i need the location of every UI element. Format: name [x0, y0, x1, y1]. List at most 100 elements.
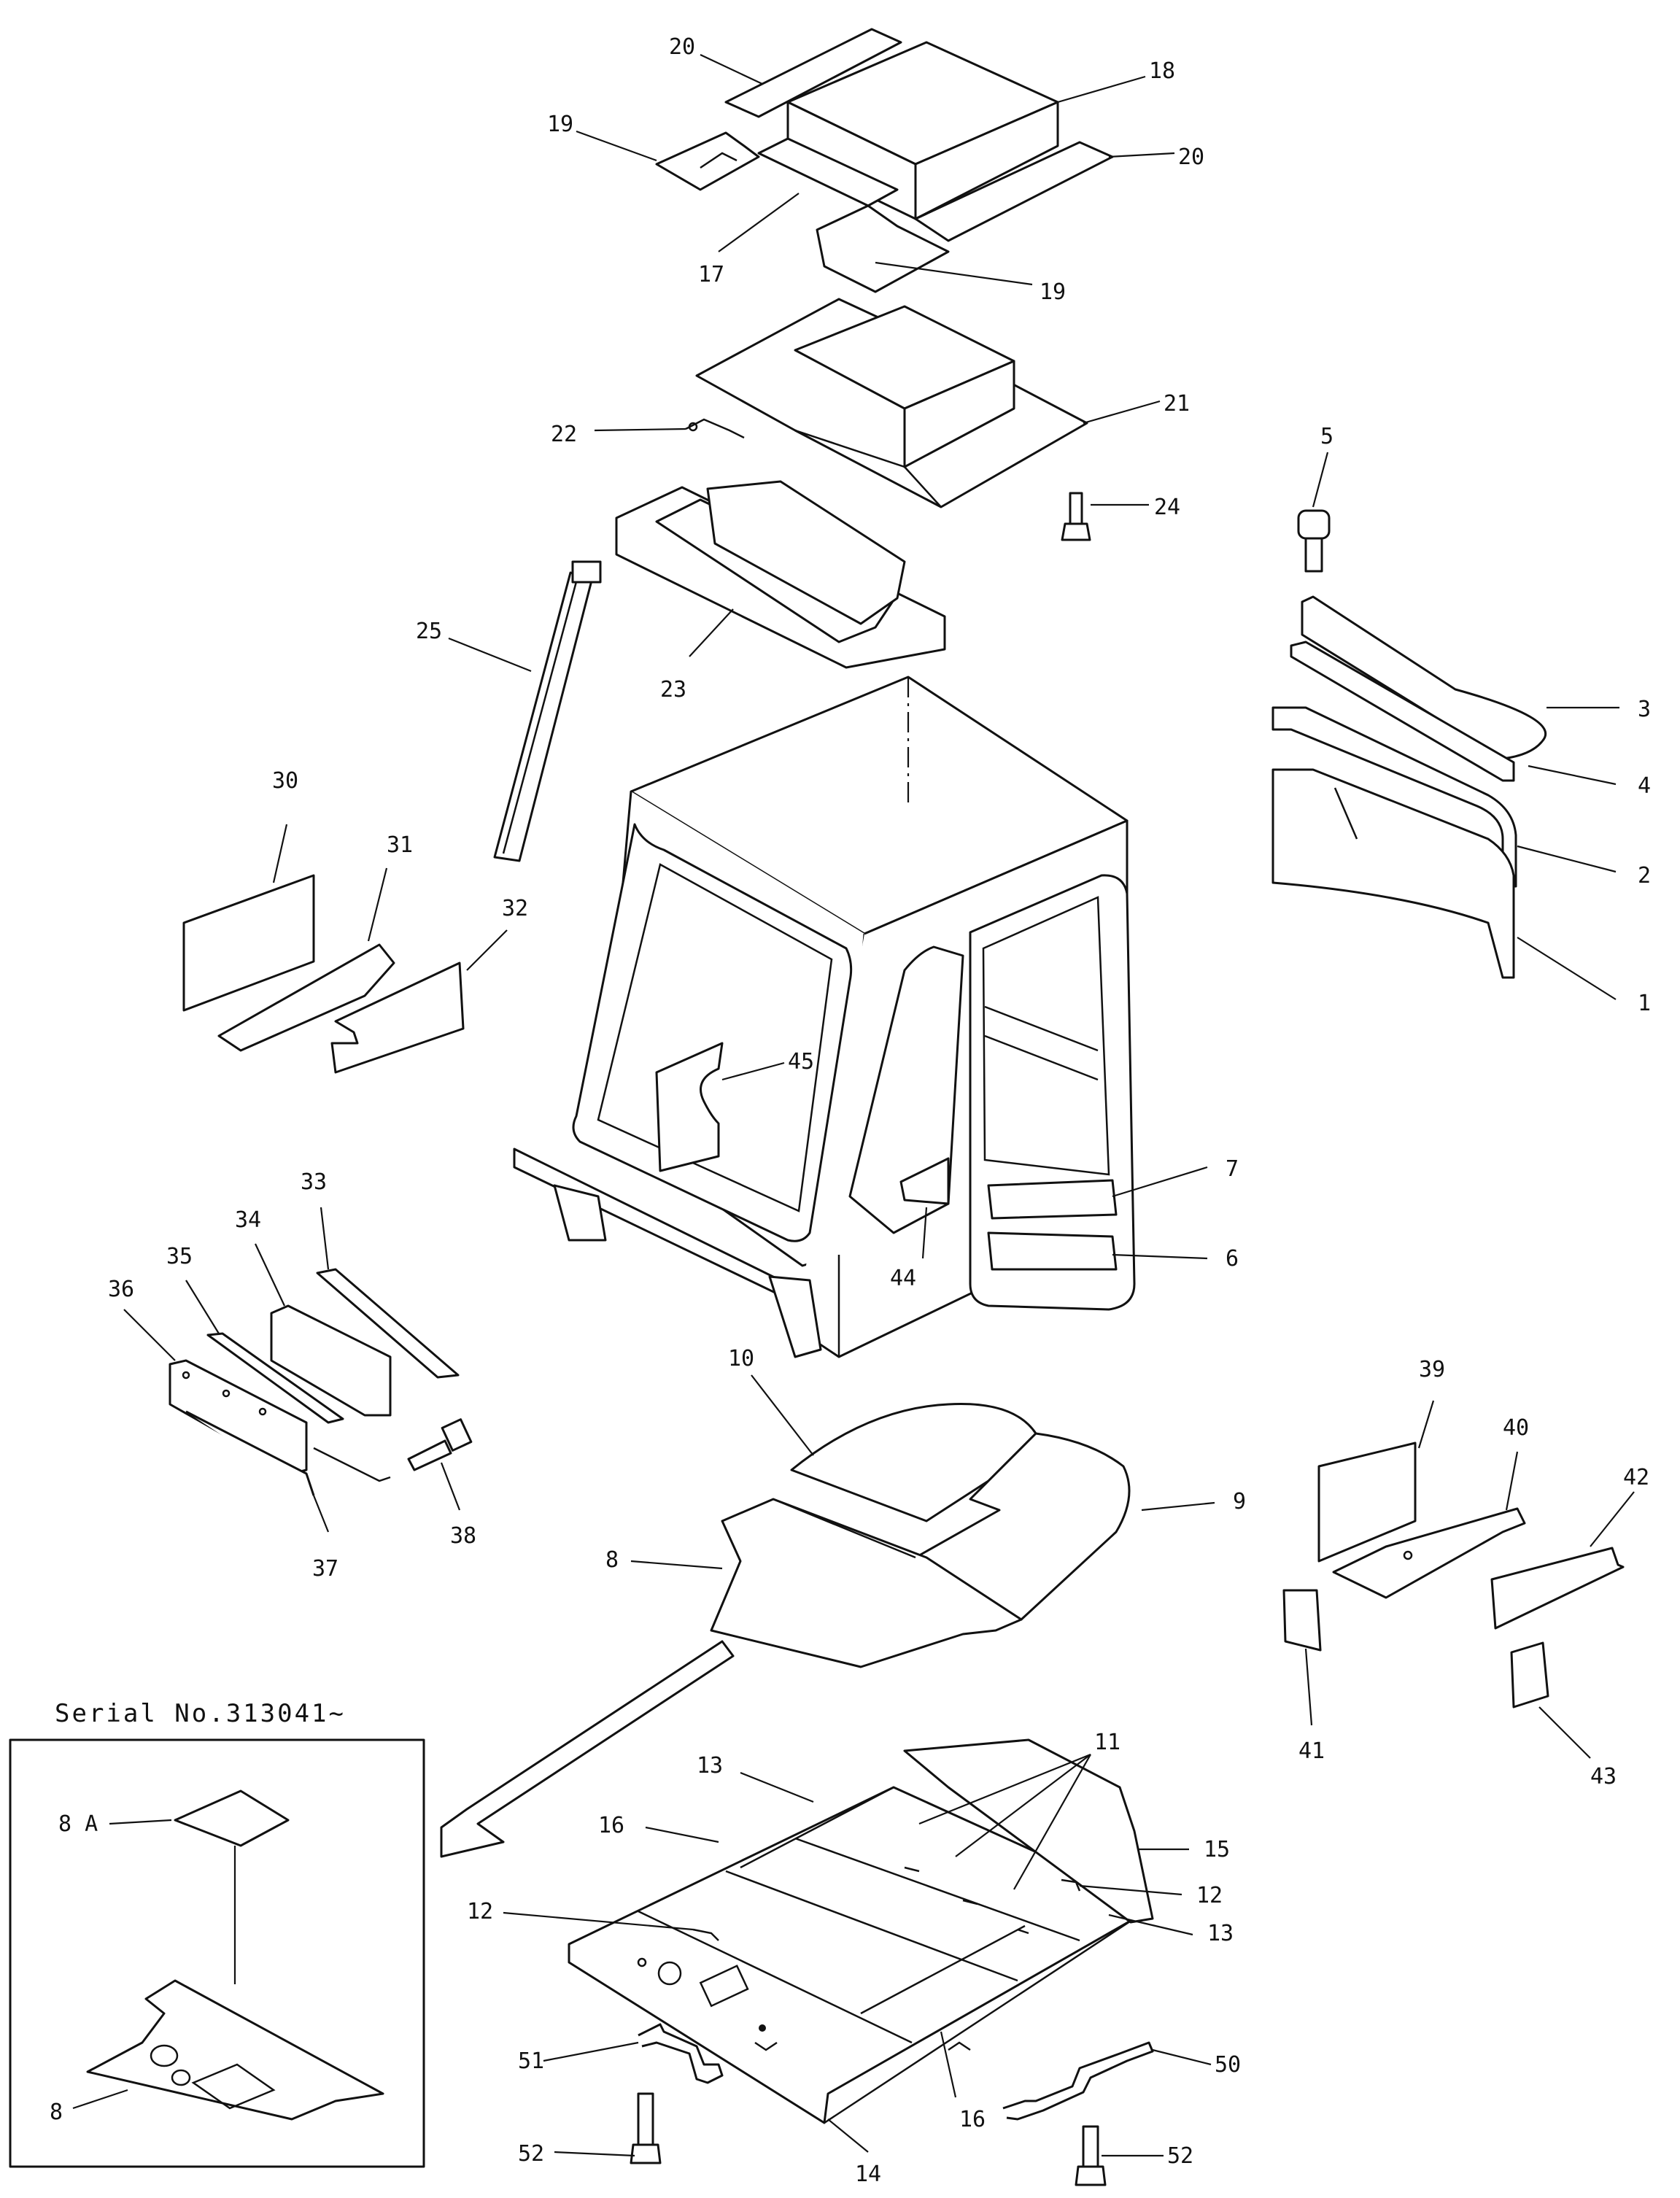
- label-37: 37: [312, 1556, 338, 1582]
- part-52-bolt-right: [1075, 2125, 1107, 2186]
- label-25: 25: [416, 619, 442, 644]
- part-51-bracket: [638, 2023, 724, 2084]
- label-35: 35: [166, 1244, 193, 1269]
- label-43: 43: [1590, 1764, 1617, 1789]
- label-16-left: 16: [598, 1813, 624, 1838]
- part-35-pad: [206, 1332, 344, 1424]
- label-30: 30: [272, 768, 298, 794]
- part-8-mat: [710, 1498, 1023, 1668]
- inset-arrow: [440, 1640, 735, 1858]
- part-15-guard: [903, 1738, 1154, 1924]
- label-24: 24: [1154, 495, 1180, 520]
- label-19-top: 19: [547, 112, 573, 137]
- part-5-knob: [1297, 509, 1331, 573]
- part-42-pad: [1490, 1547, 1625, 1630]
- label-31: 31: [387, 832, 413, 858]
- label-10: 10: [728, 1346, 754, 1371]
- part-31-pad: [217, 943, 395, 1052]
- part-25-pillar-trim: [493, 560, 602, 862]
- label-13-right: 13: [1207, 1921, 1234, 1946]
- label-17: 17: [698, 262, 724, 287]
- label-13-top: 13: [697, 1753, 723, 1779]
- part-21-roof-liner: [695, 298, 1088, 508]
- part-12-clips: [692, 1878, 1081, 1941]
- part-19-lower-pad: [816, 204, 950, 293]
- label-2: 2: [1638, 863, 1651, 889]
- label-12-right: 12: [1196, 1883, 1223, 1908]
- part-labels: 20 18 19 20 17 19 21 22 24 23 25 5 3 4 2…: [50, 34, 1651, 2187]
- part-40-pad: [1332, 1507, 1526, 1599]
- label-52-left: 52: [518, 2141, 544, 2167]
- part-20-upper-strip: [724, 28, 902, 118]
- label-19-bottom: 19: [1040, 279, 1066, 305]
- label-21: 21: [1164, 391, 1190, 417]
- part-4-rail: [1290, 641, 1515, 782]
- part-3-cover: [1301, 595, 1547, 760]
- label-6: 6: [1226, 1246, 1239, 1272]
- part-45-pad: [655, 1042, 724, 1172]
- part-11-clips: [904, 1866, 1029, 1935]
- label-20-top: 20: [669, 34, 695, 60]
- part-37-bracket: [185, 1410, 391, 1496]
- part-43-pad: [1510, 1641, 1549, 1709]
- label-20-right: 20: [1178, 144, 1204, 170]
- inset-part-8a: [174, 1789, 290, 1847]
- part-19-upper-pad: [655, 131, 760, 191]
- label-18: 18: [1149, 58, 1175, 84]
- label-8: 8: [605, 1547, 619, 1573]
- part-52-bolt-left: [630, 2092, 662, 2164]
- label-44: 44: [890, 1266, 916, 1291]
- label-38: 38: [450, 1523, 476, 1549]
- label-12-left: 12: [467, 1899, 493, 1924]
- part-44-pad: [899, 1157, 950, 1205]
- label-8a-inset: 8 A: [58, 1811, 98, 1837]
- part-33-pad: [316, 1268, 460, 1379]
- label-9: 9: [1233, 1489, 1246, 1514]
- part-34-pad: [270, 1304, 392, 1417]
- part-22-bracket: [685, 418, 745, 439]
- inset-serial-box: Serial No.313041~: [9, 1699, 425, 2168]
- leader-lines: [72, 54, 1635, 2157]
- part-17-center-panel: [757, 137, 899, 207]
- label-8-inset: 8: [50, 2100, 63, 2125]
- part-7-pad: [987, 1179, 1118, 1220]
- label-39: 39: [1419, 1357, 1445, 1382]
- inset-part-8: [86, 1979, 384, 2121]
- label-40: 40: [1503, 1415, 1529, 1441]
- part-1-trim: [1271, 768, 1515, 979]
- label-34: 34: [235, 1207, 261, 1233]
- label-36: 36: [108, 1277, 134, 1302]
- part-41-pad: [1282, 1589, 1322, 1652]
- label-32: 32: [502, 896, 528, 921]
- part-10-mat: [790, 1403, 1037, 1522]
- label-33: 33: [301, 1169, 327, 1195]
- label-23: 23: [660, 677, 686, 703]
- label-42: 42: [1623, 1465, 1649, 1490]
- part-23-roof-tray: [615, 480, 946, 669]
- label-51: 51: [518, 2048, 544, 2074]
- label-5: 5: [1320, 424, 1333, 449]
- part-32-pad: [330, 961, 465, 1074]
- label-22: 22: [551, 422, 577, 447]
- label-50: 50: [1215, 2052, 1241, 2078]
- label-7: 7: [1226, 1156, 1239, 1182]
- label-11: 11: [1094, 1730, 1120, 1755]
- part-38-bolt: [407, 1418, 473, 1471]
- part-36-bracket: [169, 1359, 308, 1475]
- part-50-bracket: [1002, 2041, 1154, 2121]
- label-45: 45: [788, 1049, 814, 1075]
- part-39-pad: [1317, 1442, 1417, 1563]
- label-1: 1: [1638, 991, 1651, 1016]
- label-41: 41: [1298, 1738, 1325, 1764]
- floor-plate: [568, 1786, 1136, 2124]
- cab-body: [513, 676, 1136, 1358]
- label-14: 14: [855, 2162, 881, 2187]
- label-3: 3: [1638, 697, 1651, 722]
- label-16-bottom: 16: [959, 2107, 986, 2132]
- label-4: 4: [1638, 773, 1651, 799]
- label-15: 15: [1204, 1837, 1230, 1862]
- inset-title: Serial No.313041~: [55, 1699, 346, 1728]
- part-9-mat: [914, 1432, 1131, 1621]
